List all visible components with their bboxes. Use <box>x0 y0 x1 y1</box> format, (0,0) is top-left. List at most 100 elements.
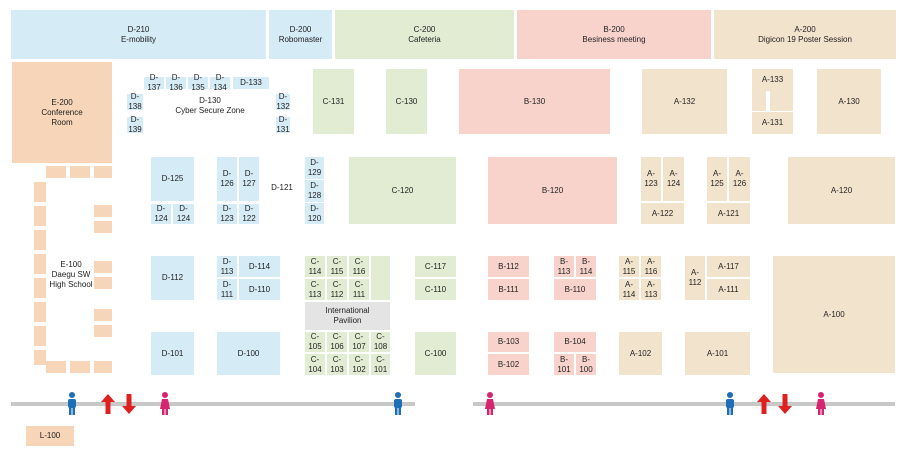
female-restroom-icon[interactable] <box>159 392 171 416</box>
booth-b100[interactable]: B-100 <box>576 354 596 375</box>
booth-a101[interactable]: A-101 <box>685 332 750 375</box>
booth-d139[interactable]: D-139 <box>127 115 143 134</box>
booth-d121[interactable]: D-121 <box>271 183 293 192</box>
booth-b102[interactable]: B-102 <box>488 354 529 375</box>
booth-d126[interactable]: D-126 <box>217 157 237 201</box>
booth-c110[interactable]: C-110 <box>415 279 456 300</box>
booth-d112[interactable]: D-112 <box>151 256 194 300</box>
booth-a113[interactable]: A-113 <box>641 279 661 300</box>
zone-l100[interactable]: L-100 <box>26 426 74 446</box>
booth-c114[interactable]: C-114 <box>305 256 325 277</box>
booth-d122[interactable]: D-122 <box>239 204 259 224</box>
booth-a120[interactable]: A-120 <box>788 157 895 224</box>
booth-d127[interactable]: D-127 <box>239 157 259 201</box>
booth-a117[interactable]: A-117 <box>707 256 750 277</box>
booth-c100[interactable]: C-100 <box>415 332 456 375</box>
booth-a102[interactable]: A-102 <box>619 332 662 375</box>
male-restroom-icon[interactable] <box>392 392 404 416</box>
booth-c120[interactable]: C-120 <box>349 157 456 224</box>
booth-b114[interactable]: B-114 <box>576 256 596 277</box>
booth-c101[interactable]: C-101 <box>371 354 390 375</box>
booth-a133[interactable]: A-133 <box>752 69 793 91</box>
e-cell <box>94 361 112 373</box>
female-restroom-icon[interactable] <box>484 392 496 416</box>
booth-c130[interactable]: C-130 <box>386 69 427 134</box>
booth-d131[interactable]: D-131 <box>276 115 290 134</box>
booth-b103[interactable]: B-103 <box>488 332 529 352</box>
booth-c111[interactable]: C-111 <box>349 279 369 300</box>
booth-d120[interactable]: D-120 <box>305 203 324 224</box>
booth-d132[interactable]: D-132 <box>276 92 290 111</box>
booth-c105[interactable]: C-105 <box>305 332 325 352</box>
booth-c104[interactable]: C-104 <box>305 354 325 375</box>
booth-d137[interactable]: D-137 <box>144 73 164 92</box>
booth-b110[interactable]: B-110 <box>554 279 596 300</box>
booth-b113[interactable]: B-113 <box>554 256 574 277</box>
booth-d128[interactable]: D-128 <box>305 180 324 202</box>
booth-d111[interactable]: D-111 <box>217 279 237 300</box>
booth-d129[interactable]: D-129 <box>305 157 324 179</box>
booth-d113[interactable]: D-113 <box>217 256 237 277</box>
booth-c112[interactable]: C-112 <box>327 279 347 300</box>
zone-e100[interactable]: E-100 Daegu SW High School <box>48 258 94 292</box>
booth-a124[interactable]: A-124 <box>663 157 684 201</box>
booth-a114[interactable]: A-114 <box>619 279 639 300</box>
booth-d101[interactable]: D-101 <box>151 332 194 375</box>
booth-a112[interactable]: A-112 <box>685 256 705 300</box>
booth-d124a[interactable]: D-124 <box>151 204 171 224</box>
zone-d200[interactable]: D-200 Robomaster <box>269 10 332 59</box>
booth-a131[interactable]: A-131 <box>752 112 793 134</box>
booth-d123[interactable]: D-123 <box>217 204 237 224</box>
booth-b111[interactable]: B-111 <box>488 279 529 300</box>
booth-d135[interactable]: D-135 <box>188 73 208 92</box>
booth-c113[interactable]: C-113 <box>305 279 325 300</box>
booth-c108[interactable]: C-108 <box>371 332 390 352</box>
booth-b104[interactable]: B-104 <box>554 332 596 352</box>
escalator-icon[interactable] <box>755 392 795 416</box>
booth-a111[interactable]: A-111 <box>707 279 750 300</box>
booth-b130[interactable]: B-130 <box>459 69 610 134</box>
booth-d100[interactable]: D-100 <box>217 332 280 375</box>
booth-d124b[interactable]: D-124 <box>173 204 194 224</box>
booth-b101[interactable]: B-101 <box>554 354 574 375</box>
female-restroom-icon[interactable] <box>815 392 827 416</box>
booth-a130[interactable]: A-130 <box>817 69 881 134</box>
booth-b120[interactable]: B-120 <box>488 157 617 224</box>
zone-international-pavilion[interactable]: International Pavilion <box>305 302 390 330</box>
booth-c115[interactable]: C-115 <box>327 256 347 277</box>
booth-a126[interactable]: A-126 <box>729 157 750 201</box>
booth-d125[interactable]: D-125 <box>151 157 194 201</box>
zone-a200[interactable]: A-200 Digicon 19 Poster Session <box>714 10 896 59</box>
zone-d130[interactable]: D-130 Cyber Secure Zone <box>160 92 260 120</box>
zone-b200[interactable]: B-200 Besiness meeting <box>517 10 711 59</box>
booth-d114[interactable]: D-114 <box>239 256 280 277</box>
booth-a115[interactable]: A-115 <box>619 256 639 277</box>
booth-c103[interactable]: C-103 <box>327 354 347 375</box>
booth-b112[interactable]: B-112 <box>488 256 529 277</box>
booth-c131[interactable]: C-131 <box>313 69 354 134</box>
booth-a116[interactable]: A-116 <box>641 256 661 277</box>
booth-c107[interactable]: C-107 <box>349 332 369 352</box>
zone-d210[interactable]: D-210 E-mobility <box>11 10 266 59</box>
zone-e200[interactable]: E-200 Conference Room <box>12 62 112 163</box>
booth-a132[interactable]: A-132 <box>642 69 727 134</box>
zone-code: E-100 <box>60 260 82 269</box>
booth-a100[interactable]: A-100 <box>773 256 895 373</box>
booth-d136[interactable]: D-136 <box>166 73 186 92</box>
male-restroom-icon[interactable] <box>724 392 736 416</box>
booth-d138[interactable]: D-138 <box>127 92 143 111</box>
zone-c200[interactable]: C-200 Cafeteria <box>335 10 514 59</box>
booth-a123[interactable]: A-123 <box>641 157 661 201</box>
booth-a121[interactable]: A-121 <box>707 203 750 224</box>
booth-a122[interactable]: A-122 <box>641 203 684 224</box>
escalator-icon[interactable] <box>99 392 139 416</box>
booth-d133[interactable]: D-133 <box>233 77 269 89</box>
booth-a125[interactable]: A-125 <box>707 157 727 201</box>
booth-c116[interactable]: C-116 <box>349 256 369 277</box>
booth-d110[interactable]: D-110 <box>239 279 280 300</box>
male-restroom-icon[interactable] <box>66 392 78 416</box>
booth-c117[interactable]: C-117 <box>415 256 456 277</box>
booth-c106[interactable]: C-106 <box>327 332 347 352</box>
booth-d134[interactable]: D-134 <box>210 73 230 92</box>
booth-c102[interactable]: C-102 <box>349 354 369 375</box>
